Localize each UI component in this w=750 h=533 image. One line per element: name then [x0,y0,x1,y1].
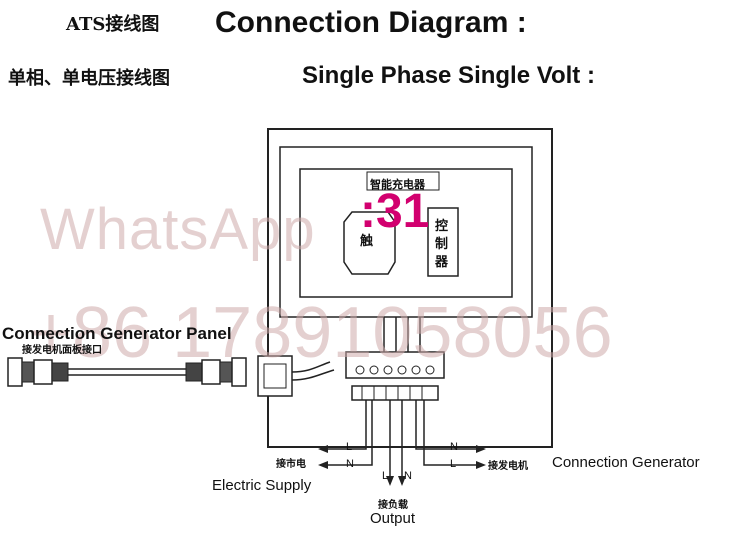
enclosure-inner-panel [279,146,533,318]
title-en: Connection Diagram : [215,6,527,39]
output-n-label: N [404,470,412,482]
contactor-label: 触 [360,234,374,249]
generator-panel-label: Connection Generator Panel [2,324,232,343]
contactor-shape [343,211,396,275]
generator-panel-label-cn: 接发电机面板接口 [22,345,102,356]
generator-cable [7,357,247,387]
controller-title-label: 智能充电器 [370,178,425,191]
watermark-phone: +86 17891058056 [30,293,613,373]
terminal-rail [351,385,439,401]
generator-n-label: N [450,441,458,453]
title-cn: ATS接线图 [66,14,160,35]
generator-label-cn: 接发电机 [488,461,528,472]
control-unit-label: 控制器 [435,219,449,270]
supply-label: Electric Supply [212,477,312,494]
watermark-whatsapp: WhatsApp [40,197,316,262]
supply-l-label: L [346,441,353,453]
supply-n-label: N [346,458,354,470]
supply-label-cn: 接市电 [276,459,306,470]
output-l-label: L [382,470,389,482]
generator-l-label: L [450,458,457,470]
output-label-cn: 接负载 [378,500,408,511]
subtitle-en: Single Phase Single Volt : [302,62,595,89]
controller-box [366,171,440,191]
watermark-stamp: :31 [360,185,430,238]
generator-label: Connection Generator [552,454,700,471]
control-unit-box [427,207,459,277]
subtitle-cn: 单相、单电压接线图 [8,68,170,89]
output-label: Output [370,510,416,527]
enclosure-outer [267,128,553,448]
display-window [299,168,513,298]
